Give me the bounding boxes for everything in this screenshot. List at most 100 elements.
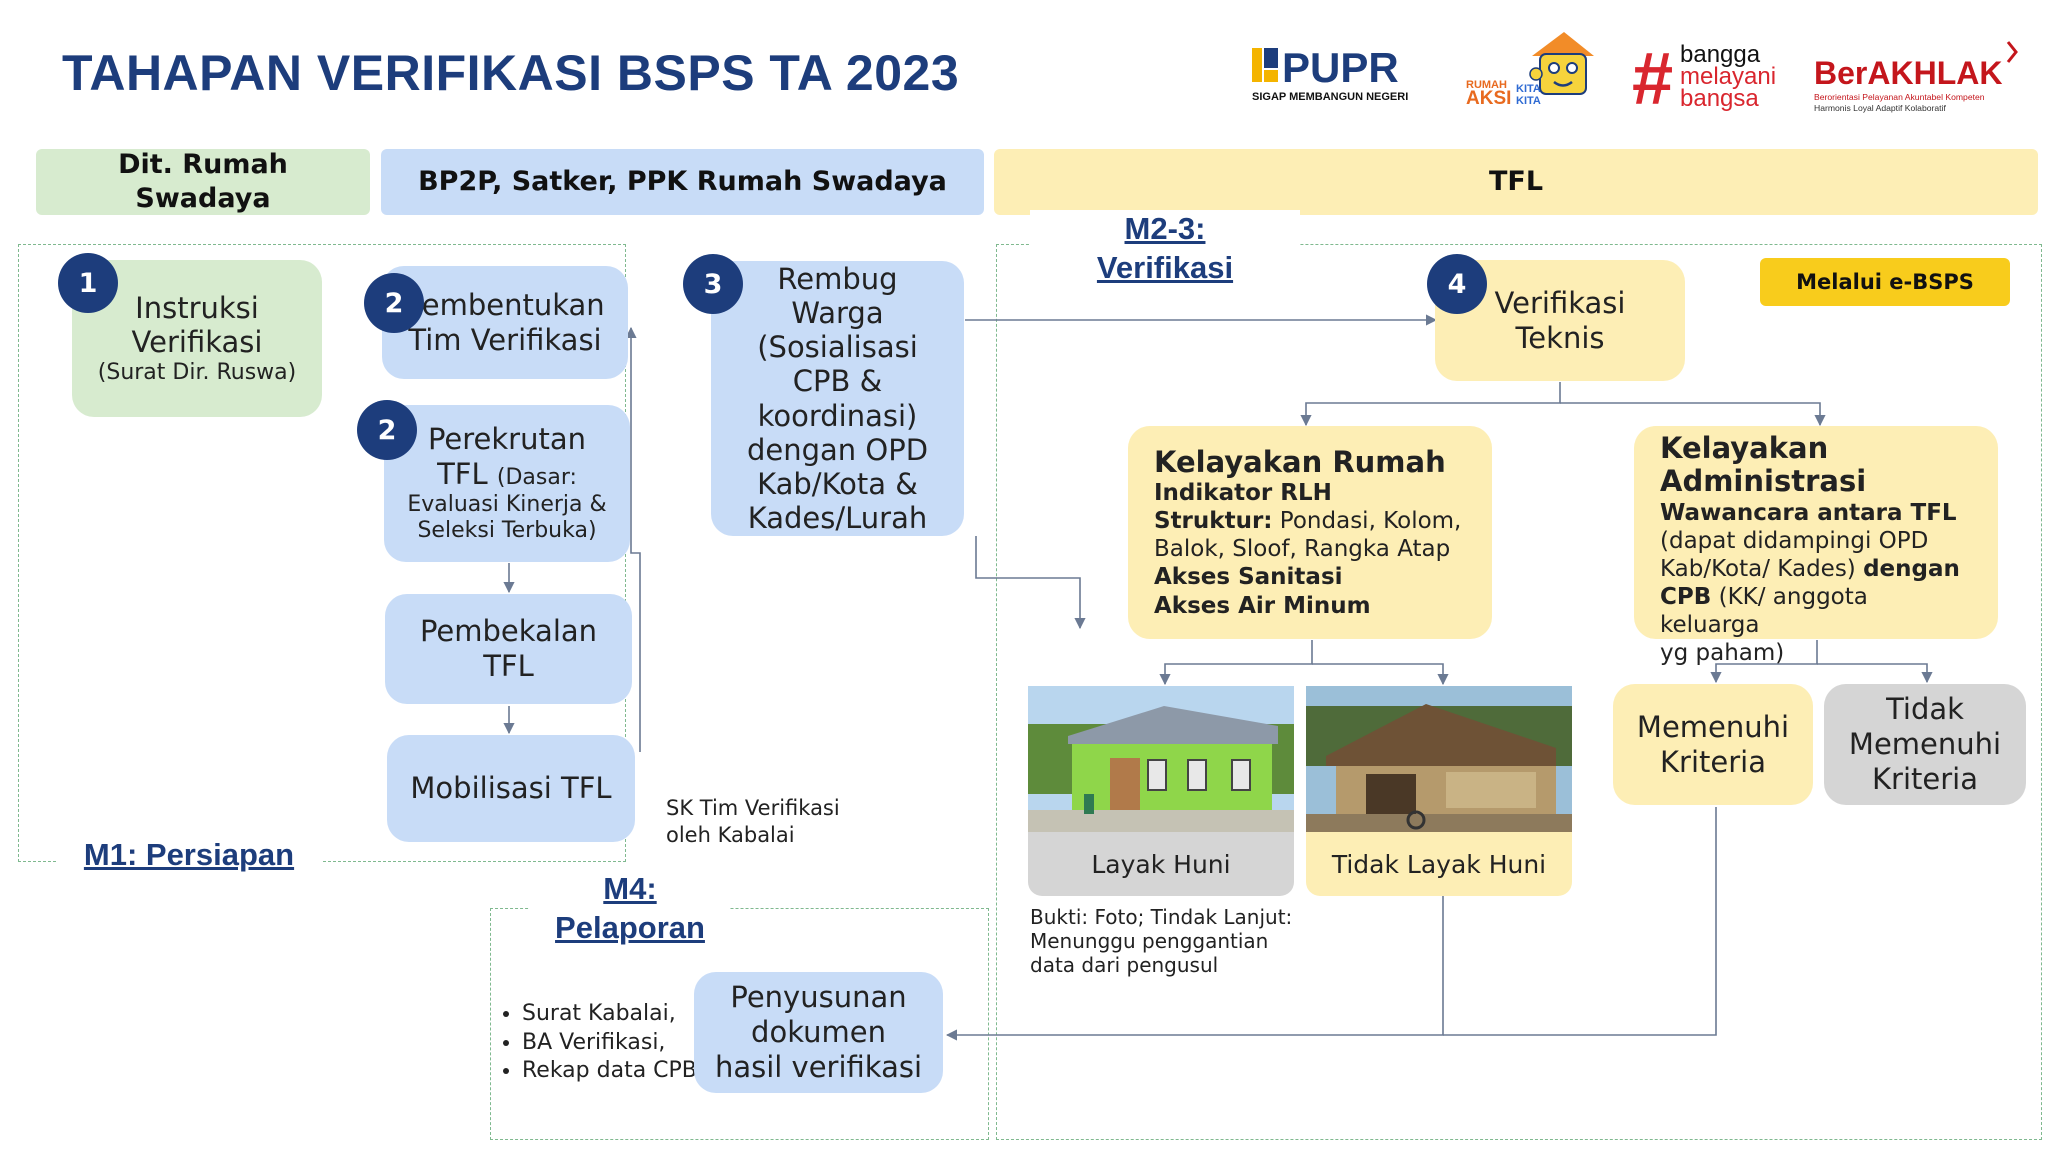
bangga-melayani-logo: # bangga melayani bangsa xyxy=(1632,37,1792,120)
phase-m23-label: M2-3: Verifikasi xyxy=(1030,210,1300,288)
card-kelayakan-rumah: Kelayakan Rumah Indikator RLH Struktur: … xyxy=(1128,426,1492,639)
step-mobilisasi-tfl: Mobilisasi TFL xyxy=(387,735,635,842)
outcome-memenuhi-kriteria: Memenuhi Kriteria xyxy=(1613,684,1813,805)
kelayakan-rumah-struktur-value: Pondasi, Kolom, xyxy=(1279,508,1462,535)
pupr-logo: PUPR SIGAP MEMBANGUN NEGERI xyxy=(1250,42,1440,112)
badge-step-1: 1 xyxy=(58,253,118,313)
layak-huni-photo xyxy=(1028,686,1294,832)
pupr-name: PUPR xyxy=(1282,44,1399,91)
badge-step-2a: 2 xyxy=(364,273,424,333)
step-pembentukan-tim: Pembentukan Tim Verifikasi xyxy=(382,266,628,379)
berakhlak-line2: Harmonis Loyal Adaptif Kolaboratif xyxy=(1814,103,1946,113)
pembekalan-line2: TFL xyxy=(483,649,534,683)
header-bp2p: BP2P, Satker, PPK Rumah Swadaya xyxy=(381,149,984,215)
phase-m4-line1: M4: xyxy=(603,871,657,906)
reports-list: Surat Kabalai, BA Verifikasi, Rekap data… xyxy=(500,1000,700,1086)
perekrutan-line3: Evaluasi Kinerja & xyxy=(407,491,607,517)
kita-word-1: KITA xyxy=(1516,83,1541,95)
rembug-line-0: Rembug xyxy=(777,261,898,296)
sk-line2: oleh Kabalai xyxy=(666,823,795,848)
phase-m4-line2: Pelaporan xyxy=(555,909,705,945)
rembug-line-7: Kades/Lurah xyxy=(747,501,928,536)
melayani-word: melayani xyxy=(1680,63,1776,90)
rumah-kita-logo: RUMAH AKSI KITA KITA xyxy=(1466,22,1606,112)
kelayakan-admin-title-line2: Administrasi xyxy=(1660,464,1867,499)
kelayakan-admin-line4a: CPB xyxy=(1660,583,1712,610)
kelayakan-rumah-air: Akses Air Minum xyxy=(1154,592,1371,619)
kelayakan-rumah-title: Kelayakan Rumah xyxy=(1154,445,1446,479)
rembug-line-5: dengan OPD xyxy=(746,432,929,467)
report-item: Rekap data CPB xyxy=(522,1057,700,1086)
badge-step-4: 4 xyxy=(1427,254,1487,314)
phase-m1-label: M1: Persiapan xyxy=(56,836,322,875)
rembug-line-6: Kab/Kota & xyxy=(757,466,918,501)
header-dit-rumah-swadaya: Dit. Rumah Swadaya xyxy=(36,149,370,215)
phase-m23-line2: Verifikasi xyxy=(1096,249,1234,285)
bukti-line2: Menunggu penggantian xyxy=(1030,929,1269,953)
kelayakan-admin-title-line1: Kelayakan xyxy=(1660,431,1829,465)
pill-melalui-ebsps: Melalui e-BSPS xyxy=(1760,258,2010,306)
memenuhi-line2: Kriteria xyxy=(1660,744,1766,779)
instruksi-line1: Instruksi xyxy=(135,290,259,325)
phase-m4-label: M4: Pelaporan xyxy=(530,870,730,948)
memenuhi-line1: Memenuhi xyxy=(1636,709,1790,744)
berakhlak-name: BerAKHLAK xyxy=(1814,55,2002,91)
step-penyusunan-dokumen: Penyusunan dokumen hasil verifikasi xyxy=(694,972,943,1093)
card-kelayakan-administrasi: Kelayakan Administrasi Wawancara antara … xyxy=(1634,426,1998,666)
phase-m23-line1: M2-3: xyxy=(1124,211,1206,246)
aksi-word: AKSI xyxy=(1466,88,1511,109)
penyusunan-line1: Penyusunan xyxy=(730,980,907,1015)
verifikasi-teknis-line2: Teknis xyxy=(1515,320,1605,355)
report-item: Surat Kabalai, xyxy=(522,1000,700,1029)
perekrutan-line4: Seleksi Terbuka) xyxy=(417,518,597,544)
tidak-memenuhi-line2: Memenuhi xyxy=(1848,727,2002,762)
pembekalan-line1: Pembekalan xyxy=(419,614,598,649)
tidak-memenuhi-line1: Tidak xyxy=(1886,692,1964,727)
kelayakan-admin-line2: (dapat didampingi OPD xyxy=(1660,527,1929,554)
step-perekrutan-tfl: Perekrutan TFL (Dasar: Evaluasi Kinerja … xyxy=(384,405,630,562)
perekrutan-line2a: TFL xyxy=(437,457,488,492)
rembug-line-4: koordinasi) xyxy=(757,398,918,433)
instruksi-line2: Verifikasi xyxy=(131,325,263,360)
tidak-layak-huni-label: Tidak Layak Huni xyxy=(1331,849,1547,879)
card-layak-huni: Layak Huni xyxy=(1028,686,1294,896)
bukti-line3: data dari pengusul xyxy=(1030,953,1219,977)
kelayakan-admin-line3a: Kab/Kota/ Kades) xyxy=(1660,555,1856,582)
rumah-word: RUMAH xyxy=(1466,79,1507,91)
pembentukan-line2: Tim Verifikasi xyxy=(408,322,602,357)
kelayakan-rumah-indikator: Indikator RLH xyxy=(1154,480,1332,507)
kelayakan-admin-line3b: dengan xyxy=(1863,555,1960,582)
arrow-mobilisasi-up xyxy=(625,326,641,752)
kelayakan-admin-wawancara: Wawancara antara TFL xyxy=(1660,499,1957,526)
rembug-line-1: Warga xyxy=(791,295,884,330)
berakhlak-logo: BerAKHLAK Berorientasi Pelayanan Akuntab… xyxy=(1812,38,2022,118)
badge-step-2b: 2 xyxy=(357,400,417,460)
kelayakan-admin-line4b: (KK/ anggota keluarga xyxy=(1660,583,1868,638)
note-bukti: Bukti: Foto; Tindak Lanjut: Menunggu pen… xyxy=(1030,905,1320,977)
page-title: TAHAPAN VERIFIKASI BSPS TA 2023 xyxy=(62,45,960,101)
card-tidak-layak-huni: Tidak Layak Huni xyxy=(1306,686,1572,896)
kita-word-2: KITA xyxy=(1516,95,1541,107)
frame-m23 xyxy=(996,244,2042,1140)
pupr-tagline: SIGAP MEMBANGUN NEGERI xyxy=(1252,91,1408,103)
tidak-memenuhi-line3: Kriteria xyxy=(1872,761,1978,796)
bangga-word: bangga xyxy=(1680,41,1761,68)
perekrutan-line2b: (Dasar: xyxy=(496,465,577,491)
instruksi-sub: (Surat Dir. Ruswa) xyxy=(97,360,297,386)
verifikasi-teknis-line1: Verifikasi xyxy=(1494,285,1626,320)
badge-step-3: 3 xyxy=(683,254,743,314)
mobilisasi-text: Mobilisasi TFL xyxy=(410,771,612,806)
kelayakan-rumah-struktur-label: Struktur: xyxy=(1154,508,1273,535)
hashtag-icon: # xyxy=(1632,38,1673,114)
layak-huni-label: Layak Huni xyxy=(1091,849,1231,879)
tidak-layak-huni-photo xyxy=(1306,686,1572,832)
penyusunan-line3: hasil verifikasi xyxy=(714,1049,923,1084)
step-pembekalan-tfl: Pembekalan TFL xyxy=(385,594,632,704)
bangsa-word: bangsa xyxy=(1680,85,1759,112)
berakhlak-line1: Berorientasi Pelayanan Akuntabel Kompete… xyxy=(1814,92,1985,102)
rembug-line-3: CPB & xyxy=(792,364,883,399)
pembentukan-line1: Pembentukan xyxy=(405,287,605,322)
penyusunan-line2: dokumen xyxy=(751,1015,886,1050)
report-item: BA Verifikasi, xyxy=(522,1029,700,1058)
kelayakan-rumah-struktur-value2: Balok, Sloof, Rangka Atap xyxy=(1154,536,1451,563)
